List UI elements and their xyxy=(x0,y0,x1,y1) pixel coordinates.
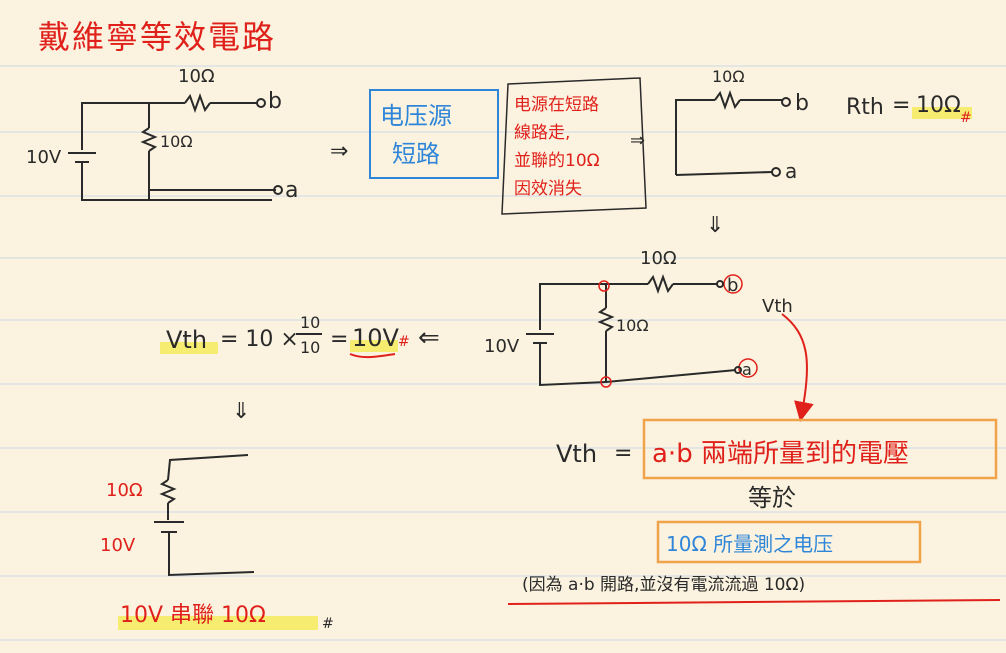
explain-eq: = xyxy=(614,441,632,466)
step-arrow-1: ⇒ xyxy=(330,139,348,164)
vth-unit: # xyxy=(398,334,410,350)
circuit-1 xyxy=(68,93,283,201)
vth-lhs: Vth xyxy=(166,326,207,354)
circuit2-node-b: b xyxy=(795,91,809,116)
explain-box2: 10Ω 所量測之电压 xyxy=(666,532,833,556)
step-arrow-2: ⇒ xyxy=(630,130,645,151)
short-circuit-label: 电压源 短路 xyxy=(380,102,460,168)
vth-highlight xyxy=(160,342,218,354)
fraction-num: 10 xyxy=(300,313,320,332)
result-unit: # xyxy=(322,616,334,632)
circuit1-node-a: a xyxy=(285,178,298,203)
value-underline xyxy=(349,353,396,359)
rth-value: 10Ω xyxy=(916,93,961,118)
resistor-top-1 xyxy=(184,93,211,113)
rth-unit: # xyxy=(960,110,972,126)
ruled-lines xyxy=(0,65,1006,641)
resistor-mid-3 xyxy=(597,307,615,332)
rth-label: Rth xyxy=(846,95,884,120)
circuit3-r-top: 10Ω xyxy=(640,248,677,269)
vth-eq2: = xyxy=(330,327,348,352)
circuit1-r-top: 10Ω xyxy=(178,66,215,87)
resistor-top-3 xyxy=(647,274,674,294)
node-b-terminal-1 xyxy=(256,98,266,108)
circuit-2 xyxy=(675,90,791,177)
circuit1-source: 10V xyxy=(26,147,62,168)
resistor-mid-1 xyxy=(140,127,158,152)
circuit-4 xyxy=(154,454,255,577)
note-box xyxy=(501,77,647,215)
node-marker-bottom xyxy=(600,376,612,388)
explain-reason: (因為 a·b 開路,並沒有電流流過 10Ω) xyxy=(522,575,805,595)
node-b-terminal-3 xyxy=(716,280,724,288)
circuit3-source: 10V xyxy=(484,336,520,357)
circuit3-r-mid: 10Ω xyxy=(616,316,649,335)
down-arrow-2: ⇓ xyxy=(232,399,250,424)
resistor-top-2 xyxy=(714,90,741,110)
down-arrow-1: ⇓ xyxy=(706,213,724,238)
result-main: 10V 串聯 10Ω xyxy=(120,603,266,628)
circuit4-v-label: 10V xyxy=(100,535,136,556)
circuit2-r-top: 10Ω xyxy=(712,67,745,86)
resistor-4 xyxy=(159,479,177,504)
node-b-terminal-2 xyxy=(781,97,791,107)
page-title: 戴維寧等效電路 xyxy=(38,18,276,56)
value-highlight xyxy=(350,340,398,352)
measure-box-orange-2 xyxy=(656,520,922,564)
node-a-terminal-2 xyxy=(771,167,781,177)
circuit-3 xyxy=(526,274,737,387)
vth-eq: = 10 × xyxy=(220,327,299,352)
circuit1-r-mid: 10Ω xyxy=(160,132,193,151)
fraction-den: 10 xyxy=(300,338,320,357)
explain-vth: Vth xyxy=(556,440,597,468)
result-highlight xyxy=(118,616,318,630)
node-marker-top xyxy=(598,280,610,292)
vth-value: 10V xyxy=(352,324,400,352)
measure-box-orange xyxy=(642,418,998,480)
circuit3-vth-label: Vth xyxy=(762,296,793,317)
explain-box1: a·b 兩端所量到的電壓 xyxy=(652,439,909,469)
circuit4-r-label: 10Ω xyxy=(106,480,143,501)
circuit2-node-a: a xyxy=(785,159,797,183)
vth-arrow xyxy=(781,313,814,422)
short-circuit-box xyxy=(369,89,499,179)
node-a-terminal-3 xyxy=(734,366,742,374)
rth-equals: = xyxy=(892,93,910,118)
node-a-terminal-1 xyxy=(273,185,283,195)
circuit1-node-b: b xyxy=(268,89,282,114)
circuit3-node-a: a xyxy=(742,360,752,379)
circuit3-node-b: b xyxy=(727,275,738,296)
explain-equals: 等於 xyxy=(748,484,796,512)
rth-highlight xyxy=(912,107,972,119)
explain-underline xyxy=(507,599,1001,605)
vth-arrow-left: ⇐ xyxy=(418,323,440,353)
note-text: 电源在短路 線路走, 並聯的10Ω 因效消失 xyxy=(514,95,605,199)
